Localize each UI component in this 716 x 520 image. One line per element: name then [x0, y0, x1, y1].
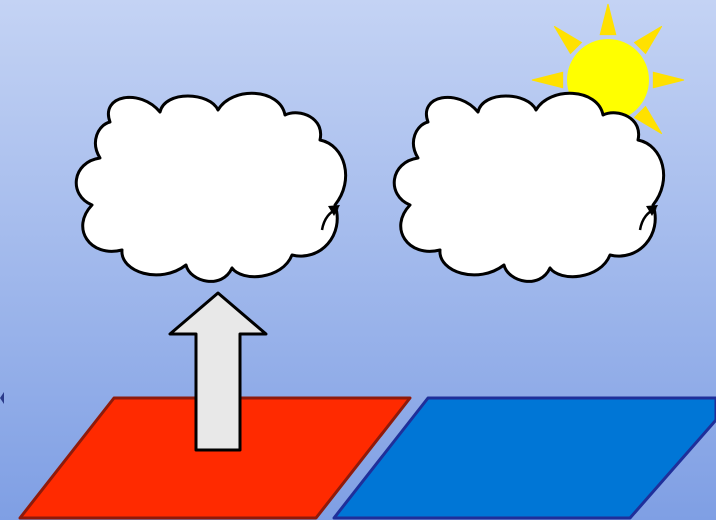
sun-ray [633, 105, 663, 135]
cloud-icon [392, 91, 666, 283]
cloud-icon [74, 91, 348, 283]
up-arrow-icon [168, 291, 268, 452]
sun-ray [531, 71, 564, 89]
edge-mark [0, 392, 4, 404]
sun-ray [599, 3, 617, 36]
sun-ray [633, 25, 663, 55]
blue-ground-parcel [332, 396, 716, 520]
sun-ray [553, 25, 583, 55]
red-ground-parcel [18, 396, 412, 520]
sun-ray [652, 71, 685, 89]
